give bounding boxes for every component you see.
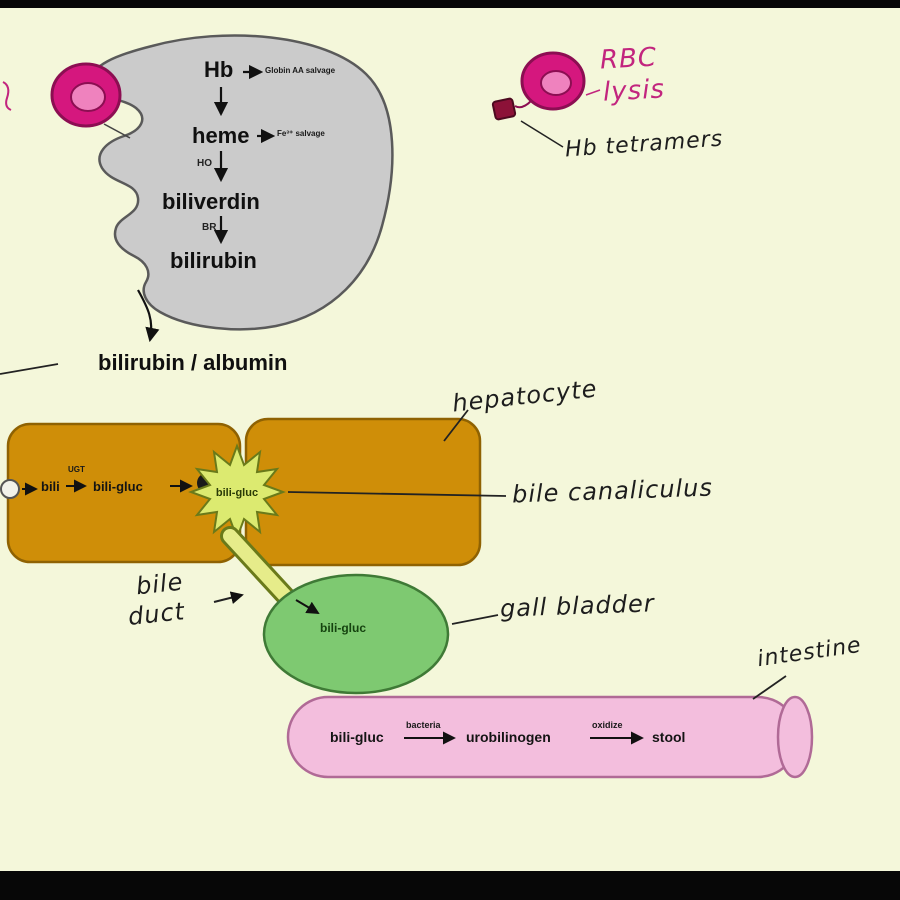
label-heme: heme — [192, 123, 250, 148]
label-globin-salvage: Globin AA salvage — [265, 66, 336, 75]
hb-tetramer-square — [491, 97, 517, 121]
pointer-rbc-lysis — [585, 89, 601, 96]
macrophage-blob — [90, 34, 394, 331]
label-lysis: lysis — [602, 74, 666, 108]
label-biliverdin-reductase: BR — [202, 222, 217, 233]
label-duct: duct — [126, 597, 187, 631]
label-ugt: UGT — [68, 465, 85, 474]
label-heme-oxygenase: HO — [197, 158, 212, 169]
arrow-into-gallbladder — [295, 599, 320, 614]
membrane-transporter-circle — [0, 479, 20, 499]
label-bili-gluc-canaliculus: bili-gluc — [215, 487, 259, 499]
cutoff-handwriting-fragment — [2, 81, 12, 111]
label-biliverdin: biliverdin — [162, 189, 260, 214]
rbc-engulfed — [50, 62, 131, 139]
label-urobilinogen: urobilinogen — [466, 729, 551, 745]
label-gall-bladder: gall bladder — [499, 589, 656, 623]
pointer-left-edge — [0, 363, 59, 375]
label-bilirubin-albumin: bilirubin / albumin — [98, 350, 288, 375]
label-stool: stool — [652, 729, 686, 745]
label-rbc: RBC — [599, 42, 658, 76]
intestine-tube — [286, 695, 814, 779]
pointer-bile-duct — [213, 591, 244, 604]
flow-arrows-hepatocyte — [22, 479, 193, 496]
label-bile: bile — [134, 567, 185, 601]
label-oxidize: oxidize — [592, 720, 623, 730]
flow-arrows-macrophage — [137, 64, 276, 343]
label-hb: Hb — [204, 57, 234, 82]
label-bacteria: bacteria — [406, 720, 441, 730]
pointer-hepatocyte — [443, 409, 469, 442]
label-bili-gluc-hepatocyte: bili-gluc — [93, 479, 143, 494]
label-fe-salvage: Fe³⁺ salvage — [277, 129, 325, 138]
pointer-gall-bladder — [451, 614, 499, 625]
label-bili-gluc-gallbladder: bili-gluc — [320, 621, 366, 635]
label-bilirubin: bilirubin — [170, 248, 257, 273]
pointer-canaliculus — [287, 491, 507, 497]
label-bili: bili — [41, 479, 60, 494]
label-bili-gluc-intestine: bili-gluc — [330, 729, 384, 745]
pointer-intestine — [752, 675, 787, 700]
rbc-lysing — [514, 51, 586, 111]
pointer-tetramers — [520, 120, 564, 148]
letterbox-bottom — [0, 871, 900, 900]
letterbox-top — [0, 0, 900, 8]
